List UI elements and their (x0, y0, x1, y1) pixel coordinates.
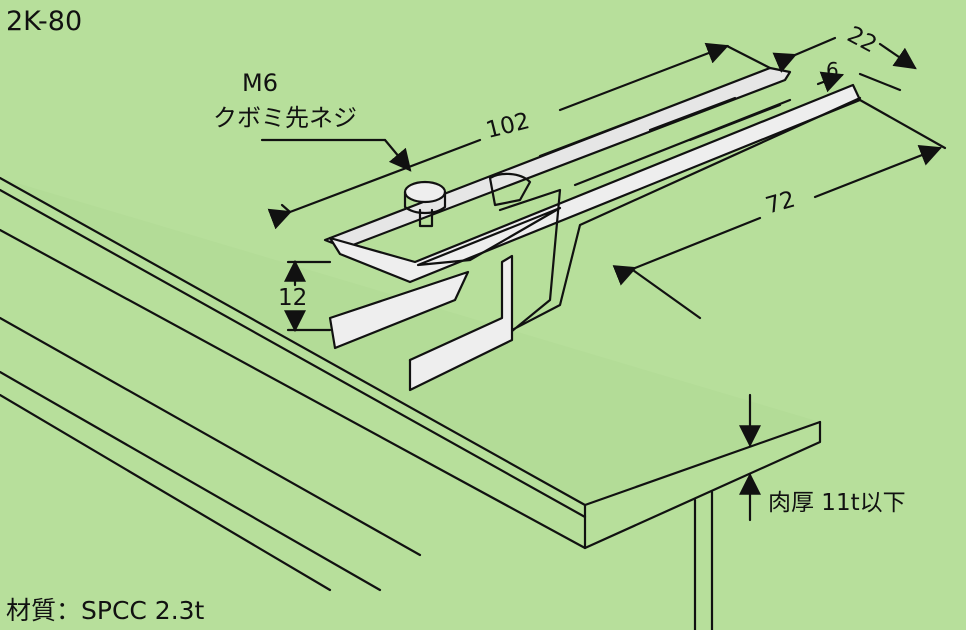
bracket (323, 66, 862, 392)
screw-size-label: M6 (242, 69, 278, 97)
dim-12-label: 12 (278, 285, 308, 311)
dimension-22-6 (772, 36, 917, 93)
screw-type-label: クボミ先ネジ (213, 104, 357, 132)
model-label: 2K-80 (6, 6, 83, 37)
dimension-72 (612, 98, 947, 320)
dimension-102 (267, 42, 772, 230)
material-label: 材質：SPCC 2.3t (6, 596, 205, 625)
screw-leader (383, 138, 412, 172)
dimension-12 (284, 259, 332, 333)
i-beam (0, 176, 822, 630)
dim-6-label: 6 (826, 58, 839, 82)
screw (403, 180, 447, 228)
thickness-label: 肉厚 11t以下 (768, 490, 906, 516)
